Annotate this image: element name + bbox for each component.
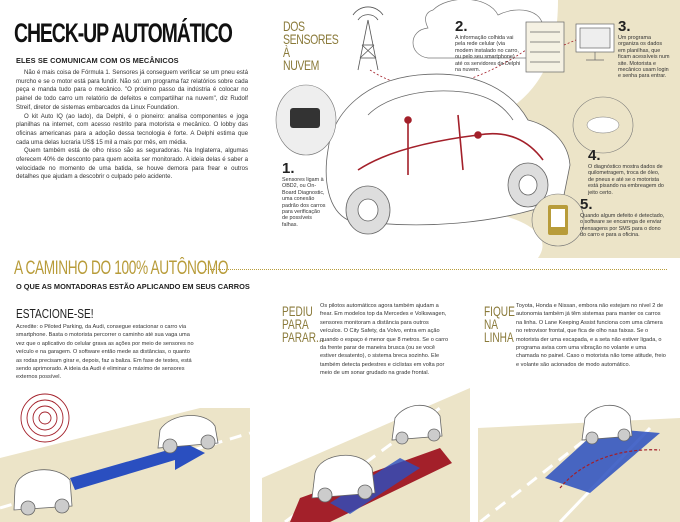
- lane-scene: [478, 404, 680, 522]
- cell-tower-icon: [352, 6, 384, 71]
- heading-line: PARA: [282, 316, 309, 332]
- intro-paragraph: Quem também está de olho nisso são as se…: [16, 147, 248, 181]
- col-text-brake: Os pilotos automáticos agora também ajud…: [320, 303, 449, 377]
- step-number: 2.: [455, 18, 468, 35]
- col-heading-parking: ESTACIONE-SE!: [16, 306, 94, 321]
- step-number: 3.: [618, 18, 631, 35]
- server-icon: [525, 21, 565, 73]
- step-text: Sensores ligam à OBD2, ou On-Board Diagn…: [282, 177, 326, 228]
- laptop-diagnostic-icon: [572, 96, 634, 154]
- section-title: A CAMINHO DO 100% AUTÔNOMO: [14, 258, 229, 279]
- parked-car: [157, 415, 219, 454]
- col-text-lane: Toyota, Honda e Nissan, embora não estej…: [516, 303, 666, 368]
- step-number: 5.: [580, 196, 593, 213]
- bottom-illustrations: [0, 388, 680, 522]
- step-1: 1. Sensores ligam à OBD2, ou On-Board Di…: [282, 160, 326, 228]
- step-text: O diagnóstico mostra dados de quilometra…: [588, 164, 664, 196]
- intro-paragraph: O kit Auto IQ (ao lado), da Delphi, é o …: [16, 112, 248, 146]
- step-5: 5. Quando algum defeito é detectado, o s…: [580, 196, 666, 239]
- label-line: SENSORES: [283, 31, 339, 47]
- step-text: Um programa organiza os dados em planilh…: [618, 35, 670, 80]
- sensor-wiring: [357, 114, 544, 175]
- beetle-car: [325, 73, 571, 235]
- obd-device-icon: [275, 84, 337, 156]
- heading-line: LINHA: [484, 329, 514, 345]
- sensors-vertical-label: DOS SENSORES À NUVEM: [283, 18, 339, 73]
- car-illustration: [275, 0, 680, 258]
- page-title: CHECK-UP AUTOMÁTICO: [14, 18, 233, 48]
- front-car: [391, 404, 443, 445]
- label-line: À: [283, 44, 290, 60]
- signal-waves: [20, 393, 70, 443]
- section-subtitle: O QUE AS MONTADORAS ESTÃO APLICANDO EM S…: [16, 282, 250, 291]
- dotted-rule: [205, 269, 667, 270]
- sms-phone-icon: [531, 193, 585, 247]
- step-3: 3. Um programa organiza os dados em plan…: [618, 18, 670, 80]
- lane-car: [581, 404, 633, 445]
- col-text-parking: Acredite: o Piloted Parking, da Audi, co…: [16, 324, 194, 381]
- intro-paragraph: Não é mais coisa de Fórmula 1. Sensores …: [16, 69, 248, 111]
- heading-line: NA: [484, 316, 499, 332]
- audi-car: [13, 469, 73, 516]
- intro-article: Não é mais coisa de Fórmula 1. Sensores …: [16, 69, 248, 182]
- camera-beam: [545, 428, 660, 493]
- heading-line: PARAR...: [282, 329, 325, 345]
- step-2: 2. A informação colhida vai pela rede ce…: [455, 18, 523, 73]
- page-subtitle: ELES SE COMUNICAM COM OS MECÂNICOS: [16, 56, 179, 65]
- beetle-braking: [311, 454, 376, 503]
- col-heading-lane: FIQUE NA LINHA: [484, 303, 515, 345]
- step-number: 4.: [588, 147, 601, 164]
- braking-scene: [262, 388, 470, 522]
- parking-scene: [0, 393, 251, 522]
- sensor-beam: [330, 458, 420, 514]
- monitor-icon: [575, 23, 615, 61]
- step-4: 4. O diagnóstico mostra dados de quilome…: [588, 147, 666, 196]
- heading-line: PEDIU: [282, 303, 313, 319]
- step-number: 1.: [282, 160, 295, 177]
- label-line: NUVEM: [283, 57, 320, 73]
- label-line: DOS: [283, 18, 305, 34]
- step-text: A informação colhida vai pela rede celul…: [455, 35, 521, 74]
- heading-line: FIQUE: [484, 303, 515, 319]
- col-heading-brake: PEDIU PARA PARAR...: [282, 303, 325, 345]
- step-text: Quando algum defeito é detectado, o soft…: [580, 213, 665, 239]
